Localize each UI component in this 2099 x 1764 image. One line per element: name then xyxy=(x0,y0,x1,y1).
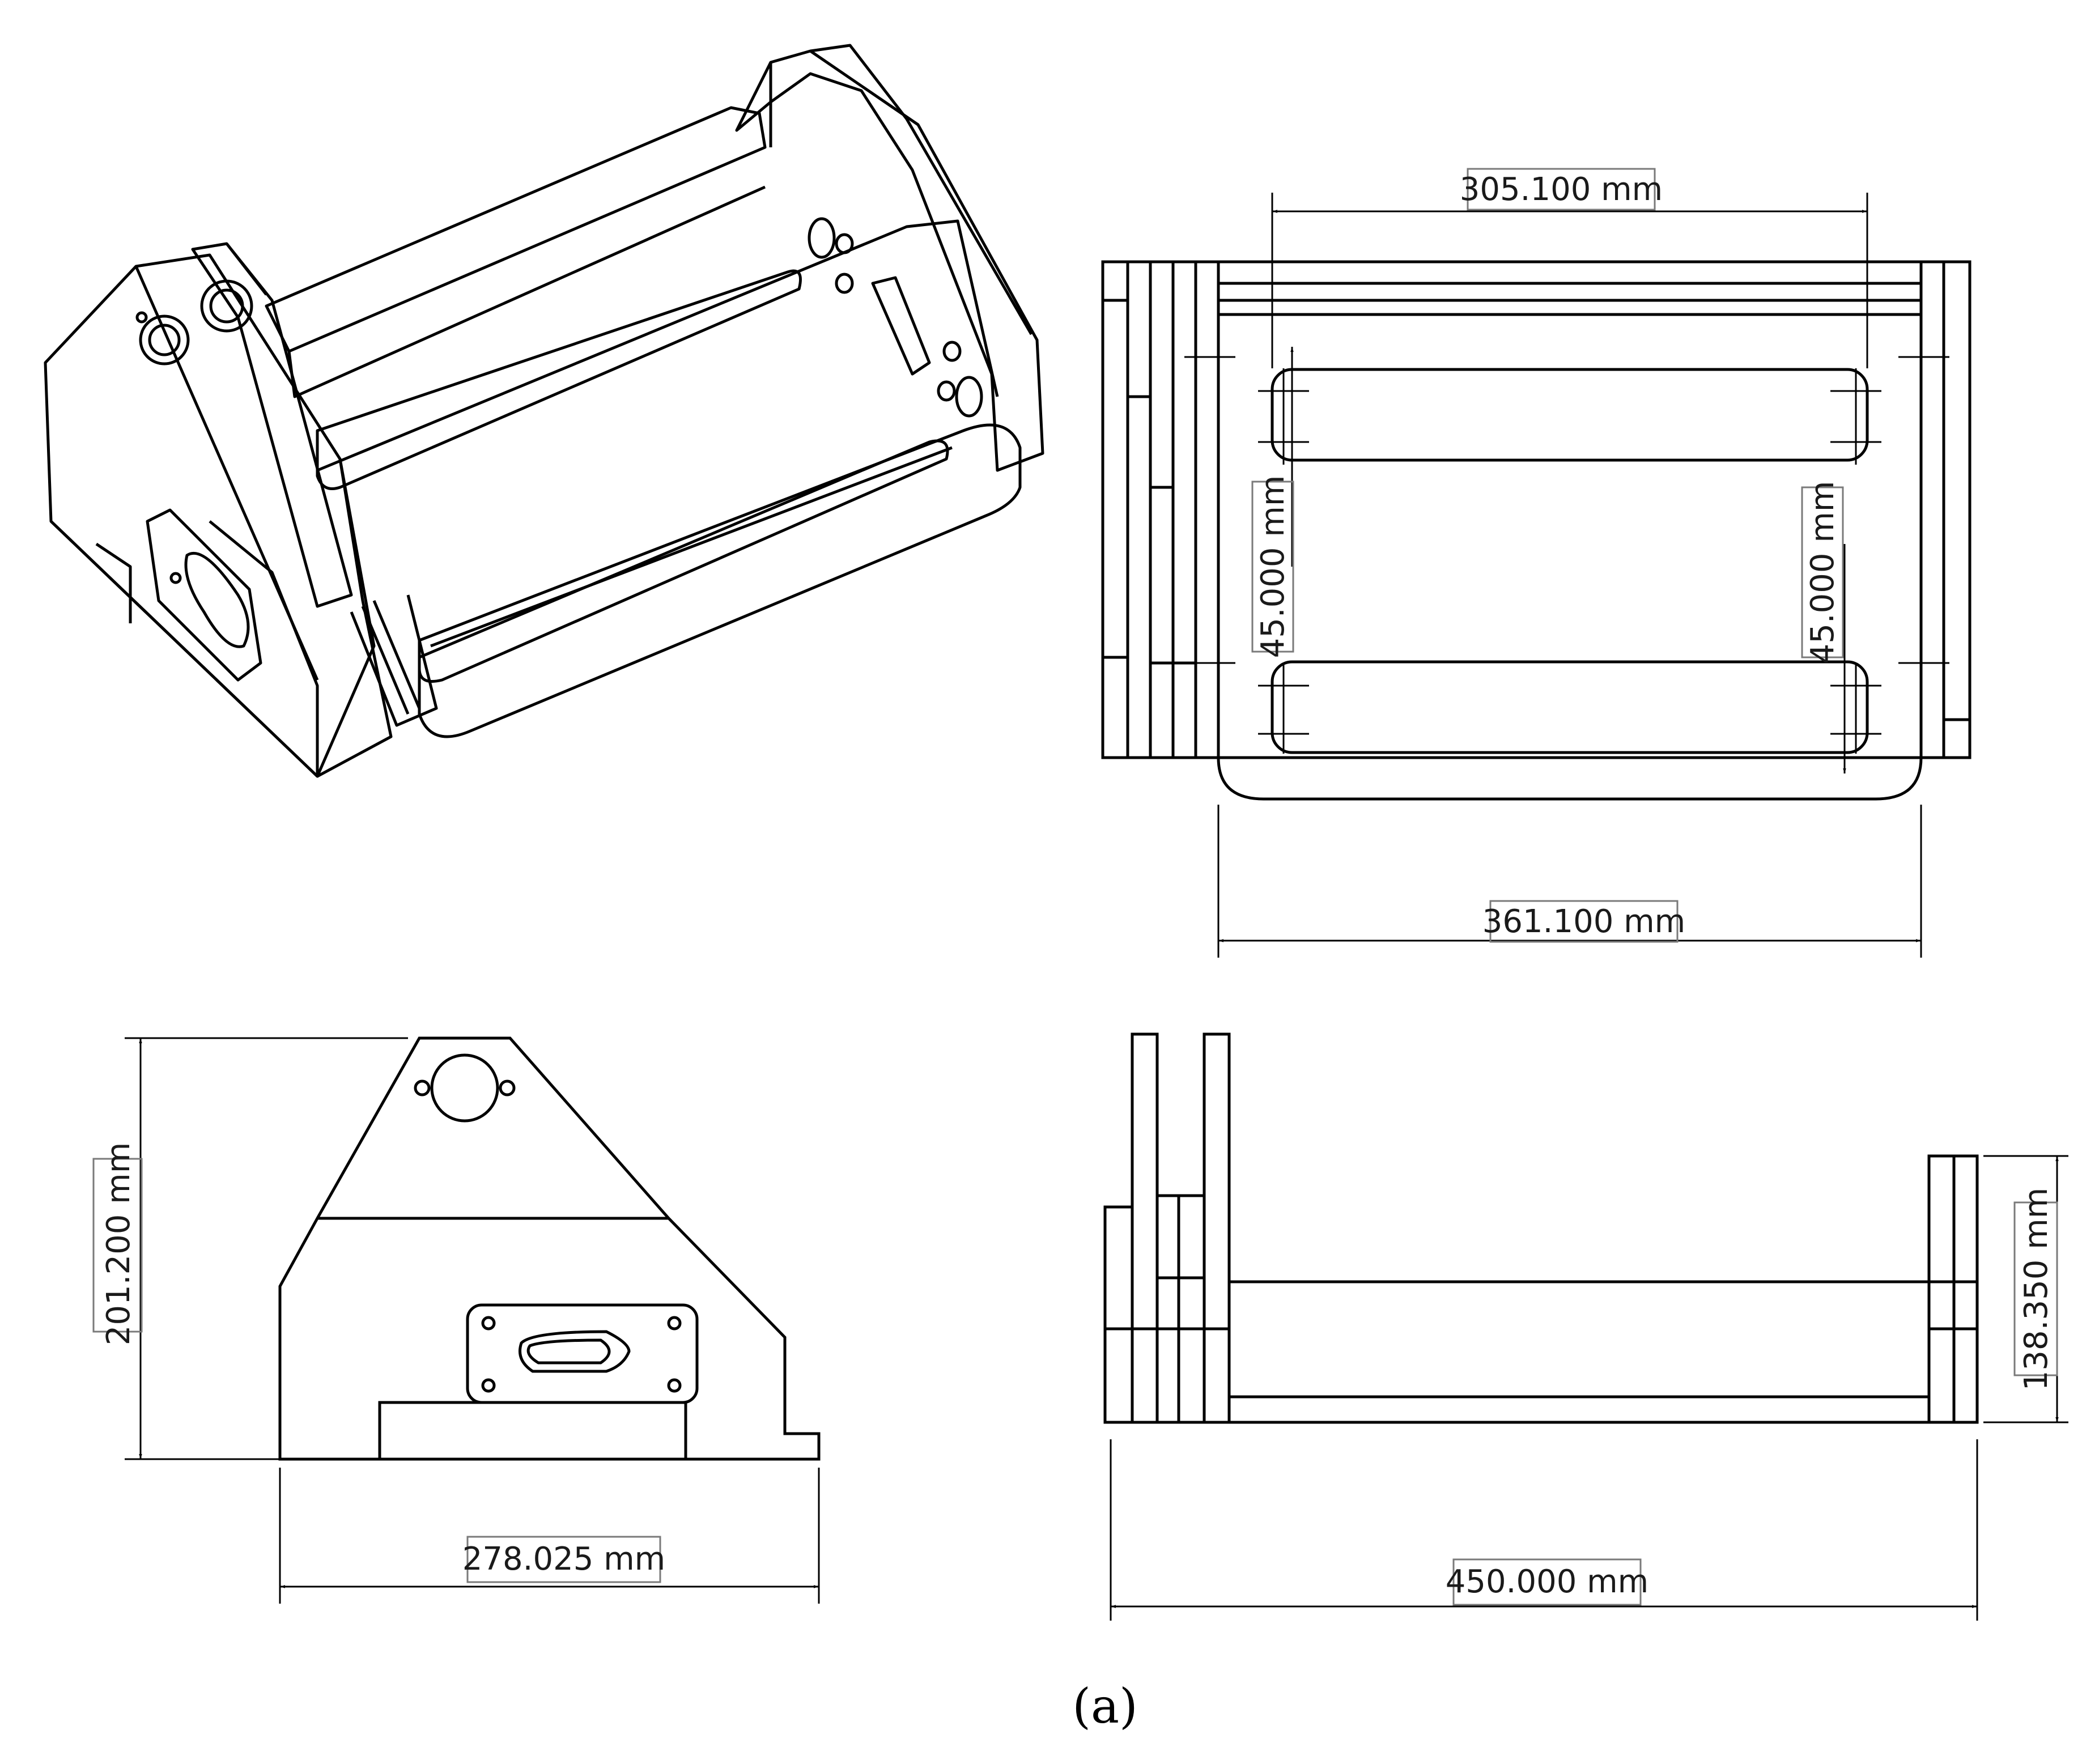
dim-top-inner-width: 305.100 mm xyxy=(1460,171,1663,208)
dim-front-height: 138.350 mm xyxy=(2018,1188,2055,1391)
figure-caption: (a) xyxy=(1072,1678,1138,1734)
top-view xyxy=(1101,260,1971,801)
dim-side-height: 201.200 mm xyxy=(100,1142,137,1345)
dim-slot-right: 45.000 mm xyxy=(1804,481,1841,664)
front-view xyxy=(1103,1032,1979,1424)
top-view-dimensions xyxy=(1217,168,1922,958)
isometric-view xyxy=(44,44,1044,778)
dim-front-width: 450.000 mm xyxy=(1446,1563,1648,1600)
dim-side-width: 278.025 mm xyxy=(462,1541,665,1578)
slot-lower xyxy=(1271,660,1869,754)
front-view-dimensions xyxy=(1110,1155,2068,1621)
side-view-dimensions xyxy=(92,1037,820,1604)
side-view xyxy=(278,1036,821,1461)
dim-top-outer-width: 361.100 mm xyxy=(1482,903,1685,940)
dim-slot-left: 45.000 mm xyxy=(1255,475,1291,658)
slot-upper xyxy=(1271,368,1869,462)
